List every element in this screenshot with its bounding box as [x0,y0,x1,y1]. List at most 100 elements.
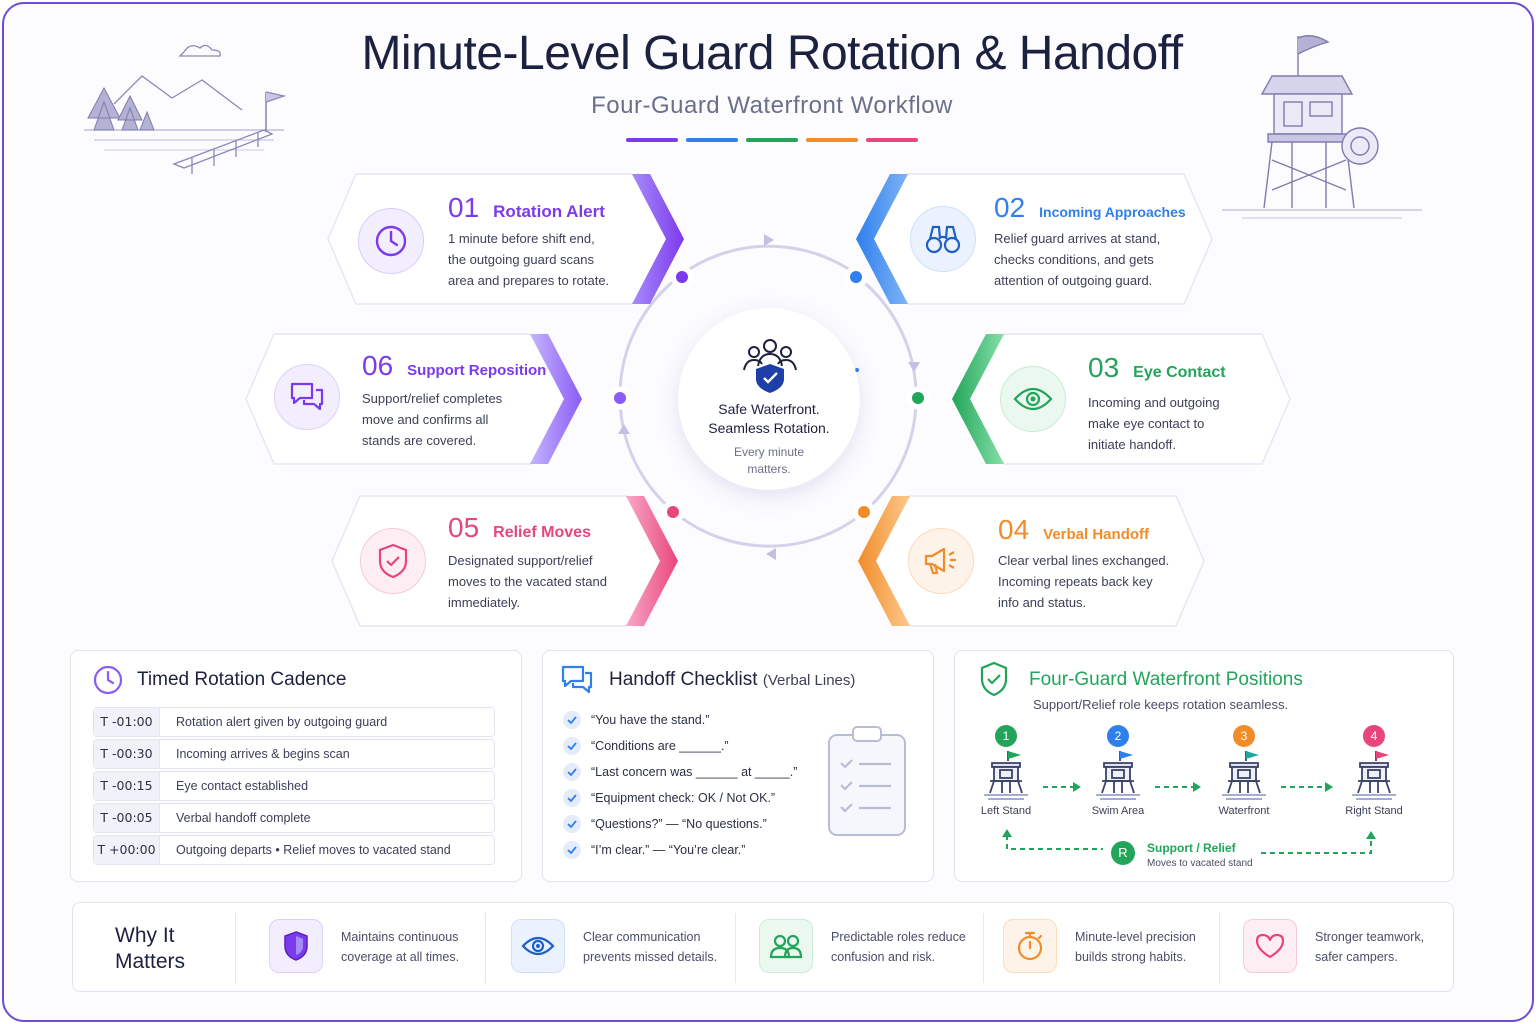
stand-label: Swim Area [1091,805,1145,817]
step-number: 04 [998,514,1030,545]
tower-icon [984,751,1028,800]
checklist-text: “Equipment check: OK / Not OK.” [591,791,776,805]
divider-segment [866,138,918,142]
step-description: 1 minute before shift end, the outgoing … [448,228,609,291]
why-text-line: Stronger teamwork, [1315,930,1425,944]
step-desc-line: immediately. [448,595,521,610]
center-hub: Safe Waterfront. Seamless Rotation. Ever… [678,308,860,490]
step-title: Eye Contact [1133,364,1226,381]
checklist-text: “Questions?” — “No questions.” [591,817,767,831]
checklist-title-suffix: (Verbal Lines) [762,672,856,689]
step-desc-line: Designated support/relief [448,553,593,568]
relief-subtitle: Moves to vacated stand [1147,858,1253,869]
check-icon [563,737,581,755]
checklist-title: Handoff Checklist (Verbal Lines) [609,669,855,691]
why-text-line: builds strong habits. [1075,950,1187,964]
cadence-row: T -00:30 Incoming arrives & begins scan [93,739,495,769]
page-subtitle: Four-Guard Waterfront Workflow [591,92,953,119]
relief-title: Support / Relief [1147,841,1236,855]
step-title: Incoming Approaches [1039,204,1186,220]
rainbow-divider [626,138,918,142]
why-text-line: safer campers. [1315,950,1398,964]
eye-icon [511,919,565,973]
stand-label: Left Stand [980,805,1032,817]
why-title: Why It Matters [115,923,185,975]
step-desc-line: Support/relief completes [362,391,503,406]
tower-icon [1222,751,1266,800]
team-shield-icon [743,339,797,393]
timer-icon [93,665,123,695]
heart-icon [1243,919,1297,973]
hub-line: Seamless Rotation. [708,420,830,436]
checklist-text: “Conditions are ______.” [591,739,729,753]
page-title: Minute-Level Guard Rotation & Handoff [361,27,1183,80]
step-desc-line: info and status. [998,595,1087,610]
step-desc-line: 1 minute before shift end, [448,231,595,246]
stand-badge: 4 [1363,725,1385,747]
step-desc-line: make eye contact to [1088,416,1205,431]
rotation-flow-arrows [1002,782,1376,854]
divider [983,913,984,983]
positions-subtitle: Support/Relief role keeps rotation seaml… [1033,697,1289,712]
step-card-04: 04 Verbal Handoff Clear verbal lines exc… [856,494,1206,628]
step-number: 02 [994,192,1026,223]
step-desc-line: move and confirms all [362,412,489,427]
checklist-item: “Last concern was ______ at _____.” [563,761,797,783]
cadence-title: Timed Rotation Cadence [137,669,347,690]
step-title: Rotation Alert [493,202,605,221]
cadence-time: T +00:00 [94,836,160,864]
check-icon [563,711,581,729]
step-desc-line: Incoming repeats back key [998,574,1153,589]
divider [1219,913,1220,983]
step-number: 06 [362,350,394,381]
cadence-text: Rotation alert given by outgoing guard [176,715,388,729]
why-text-line: Clear communication [583,930,701,944]
cadence-time: T -00:15 [94,772,160,800]
lifeguard-tower-illustration [1222,35,1422,219]
tower-icon [1352,751,1396,800]
why-text-line: coverage at all times. [341,950,460,964]
shield-check-icon [360,528,426,594]
step-title: Verbal Handoff [1043,526,1150,543]
checklist-title-main: Handoff Checklist [609,669,758,690]
divider-segment [686,138,738,142]
check-icon [563,815,581,833]
stand-4: 4 Right Stand [1329,725,1419,817]
step-desc-line: checks conditions, and gets [994,252,1154,267]
clipboard-icon [828,726,906,836]
relief-badge: R [1111,841,1135,865]
why-text-line: Minute-level precision [1075,930,1196,944]
checklist-panel: Handoff Checklist (Verbal Lines) “You ha… [542,650,934,882]
step-desc-line: area and prepares to rotate. [448,273,610,288]
megaphone-icon [908,528,974,594]
cadence-text: Incoming arrives & begins scan [176,747,350,761]
stand-badge: 1 [995,725,1017,747]
cadence-text: Verbal handoff complete [176,811,311,825]
divider [735,913,736,983]
step-card-02: 02 Incoming Approaches Relief guard arri… [854,172,1214,306]
shield-icon [269,919,323,973]
why-text-line: Predictable roles reduce [831,930,966,944]
why-text-line: Maintains continuous [341,930,459,944]
step-description: Relief guard arrives at stand, checks co… [994,228,1160,291]
eye-icon [1000,366,1066,432]
step-card-03: 03 Eye Contact Incoming and outgoing mak… [950,332,1292,466]
checklist-item: “Equipment check: OK / Not OK.” [563,787,775,809]
step-card-06: 06 Support Reposition Support/relief com… [244,332,584,466]
stand-label: Waterfront [1218,805,1270,817]
checklist-text: “Last concern was ______ at _____.” [591,765,798,779]
cadence-row: T -00:05 Verbal handoff complete [93,803,495,833]
why-title-line: Matters [115,950,186,973]
check-icon [563,789,581,807]
step-number: 05 [448,512,480,543]
step-description: Designated support/relief moves to the v… [448,550,607,613]
divider [485,913,486,983]
checklist-item: “I’m clear.” — “You’re clear.” [563,839,745,861]
step-number: 01 [448,192,480,223]
why-text: Clear communication prevents missed detai… [583,927,753,967]
stand-label: Right Stand [1345,805,1403,817]
positions-title: Four-Guard Waterfront Positions [1029,669,1303,690]
chat-icon [561,665,593,694]
why-text-line: prevents missed details. [583,950,718,964]
